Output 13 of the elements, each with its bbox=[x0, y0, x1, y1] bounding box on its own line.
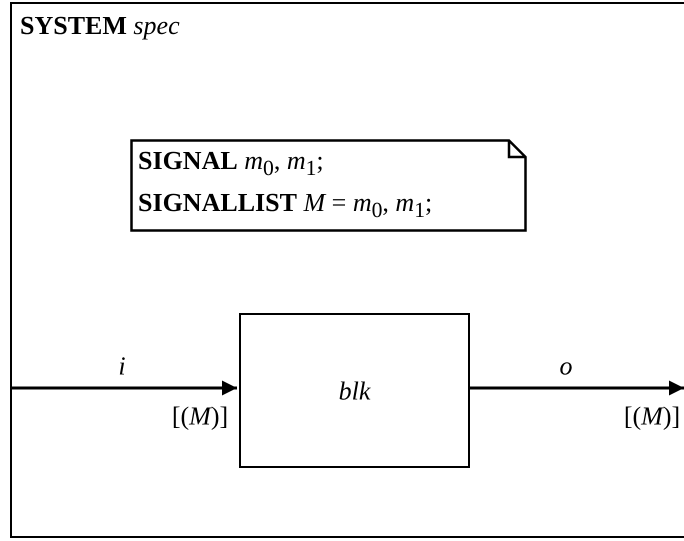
text-symbol bbox=[130, 139, 527, 232]
channel-arrow bbox=[10, 380, 237, 396]
channel-name: o bbox=[560, 350, 572, 382]
block-name: blk bbox=[338, 374, 370, 406]
block-box bbox=[239, 313, 470, 468]
channel-arrow bbox=[468, 380, 684, 396]
channel-name: i bbox=[118, 350, 126, 382]
signal-list-label: [(M)] bbox=[172, 400, 228, 432]
signal-declaration: SIGNAL m$_{0}$, m$_{1}$; bbox=[138, 145, 324, 182]
system-frame bbox=[10, 2, 684, 538]
signal-list-label: [(M)] bbox=[624, 400, 680, 432]
signallist-declaration: SIGNALLIST M = m$_{0}$, m$_{1}$; bbox=[138, 187, 432, 224]
system-title: SYSTEM spec bbox=[20, 10, 180, 42]
